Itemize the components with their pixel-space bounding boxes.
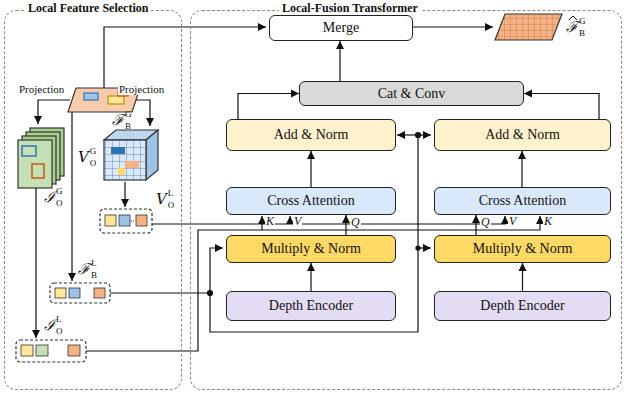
math-subscript: O bbox=[56, 199, 63, 208]
projection-label: Projection bbox=[118, 84, 165, 95]
key-label: K bbox=[543, 215, 553, 227]
math-symbol: ℱ bbox=[78, 262, 90, 277]
cross-attention-box: Cross Attention bbox=[434, 187, 611, 215]
math-subscript: O bbox=[168, 201, 175, 210]
merge-box: Merge bbox=[269, 15, 413, 41]
add-norm-box: Add & Norm bbox=[434, 119, 611, 151]
math-subscript: B bbox=[125, 122, 131, 131]
panel-title: Local Feature Selection bbox=[25, 1, 151, 16]
math-subscript: B bbox=[579, 29, 585, 38]
math-subscript: B bbox=[91, 271, 97, 280]
depth-encoder-box: Depth Encoder bbox=[434, 291, 611, 321]
transformer-panel: Local-Fusion TransformerMergeCat & ConvA… bbox=[190, 10, 622, 390]
math-symbol: ℱ bbox=[566, 20, 578, 35]
math-superscript: L bbox=[91, 259, 97, 268]
box-label: Merge bbox=[323, 20, 359, 36]
box-label: Add & Norm bbox=[485, 127, 560, 143]
math-superscript: L bbox=[168, 189, 174, 198]
panel-title: Local-Fusion Transformer bbox=[279, 1, 421, 16]
depth-encoder-box: Depth Encoder bbox=[226, 291, 396, 321]
connector bbox=[238, 94, 299, 120]
math-superscript: L bbox=[56, 315, 62, 324]
math-superscript: G bbox=[56, 187, 63, 196]
math-symbol: ℐ bbox=[44, 318, 55, 333]
math-superscript: G bbox=[579, 17, 586, 26]
connector bbox=[521, 151, 522, 187]
connector bbox=[524, 94, 599, 120]
box-label: Multiply & Norm bbox=[473, 241, 573, 257]
box-label: Cross Attention bbox=[267, 193, 355, 209]
box-label: Add & Norm bbox=[274, 127, 349, 143]
key-label: K bbox=[265, 215, 275, 227]
selection-panel: Local Feature Selection bbox=[4, 10, 182, 390]
query-label: Q bbox=[480, 216, 491, 228]
math-symbol: ℱ bbox=[112, 113, 124, 128]
math-superscript: G bbox=[90, 147, 97, 156]
cat-conv-box: Cat & Conv bbox=[299, 81, 524, 106]
connector bbox=[522, 263, 523, 291]
multiply-norm-box: Multiply & Norm bbox=[226, 235, 396, 263]
math-symbol: V bbox=[156, 192, 167, 207]
math-subscript: O bbox=[56, 327, 63, 336]
math-subscript: O bbox=[90, 159, 97, 168]
projection-label: Projection bbox=[18, 84, 65, 95]
connector bbox=[310, 151, 311, 187]
multiply-norm-box: Multiply & Norm bbox=[434, 235, 611, 263]
add-norm-box: Add & Norm bbox=[226, 119, 396, 151]
connector bbox=[310, 263, 311, 291]
connector bbox=[475, 215, 476, 235]
value-label: V bbox=[293, 215, 302, 227]
cross-attention-box: Cross Attention bbox=[226, 187, 396, 215]
box-label: Depth Encoder bbox=[480, 298, 564, 314]
box-label: Multiply & Norm bbox=[261, 241, 361, 257]
box-label: Depth Encoder bbox=[269, 298, 353, 314]
value-label: V bbox=[508, 215, 517, 227]
box-label: Cross Attention bbox=[479, 193, 567, 209]
box-label: Cat & Conv bbox=[378, 86, 446, 102]
math-superscript: G bbox=[125, 110, 132, 119]
query-label: Q bbox=[350, 216, 361, 228]
connector bbox=[345, 215, 346, 235]
math-symbol: V bbox=[78, 150, 89, 165]
math-symbol: ℐ bbox=[44, 190, 55, 205]
connector bbox=[339, 41, 340, 81]
